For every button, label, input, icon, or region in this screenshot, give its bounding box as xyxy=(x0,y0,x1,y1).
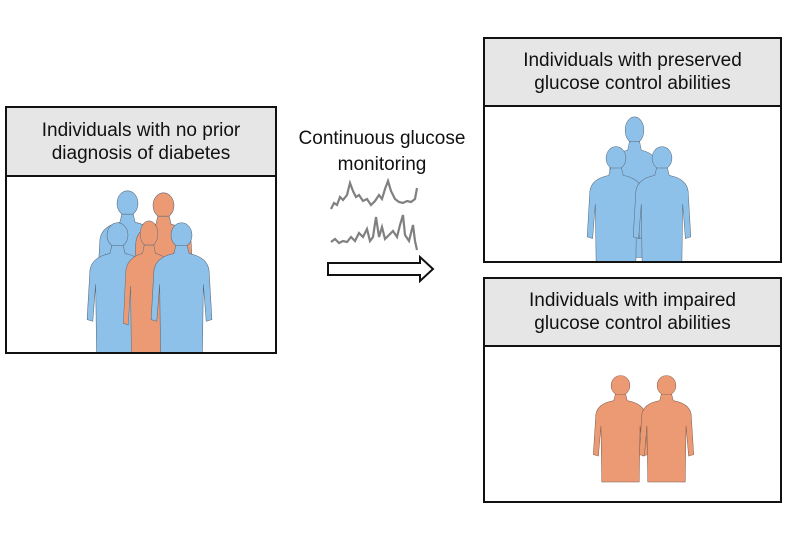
glucose-traces xyxy=(327,177,435,284)
preserved-group-header: Individuals with preserved glucose contr… xyxy=(485,39,780,107)
preserved-title-line1: Individuals with preserved xyxy=(523,50,742,71)
process-label-line1: Continuous glucose xyxy=(298,128,466,149)
glucose-trace-2 xyxy=(330,214,419,251)
impaired-title-line1: Individuals with impaired xyxy=(529,290,736,311)
process-label: Continuous glucose monitoring xyxy=(282,126,482,178)
preserved-group-illustration xyxy=(586,116,692,261)
process-label-line2: monitoring xyxy=(337,154,427,175)
arrow-icon xyxy=(327,254,435,284)
impaired-group-header: Individuals with impaired glucose contro… xyxy=(485,279,780,347)
impaired-group-illustration xyxy=(592,375,695,483)
input-group-title-line1: Individuals with no prior xyxy=(41,119,241,141)
impaired-group-box: Individuals with impaired glucose contro… xyxy=(483,277,782,503)
preserved-title-line2: glucose control abilities xyxy=(534,73,731,94)
impaired-title-line2: glucose control abilities xyxy=(534,313,731,334)
input-group-box: Individuals with no prior diagnosis of d… xyxy=(5,106,277,354)
input-group-header: Individuals with no prior diagnosis of d… xyxy=(7,108,275,177)
person-orange-icon xyxy=(638,375,695,483)
person-orange-icon xyxy=(592,375,649,483)
mixed-group-illustration xyxy=(86,190,213,352)
input-group-title-line2: diagnosis of diabetes xyxy=(51,142,231,164)
glucose-trace-1 xyxy=(330,177,419,210)
preserved-group-box: Individuals with preserved glucose contr… xyxy=(483,37,782,263)
